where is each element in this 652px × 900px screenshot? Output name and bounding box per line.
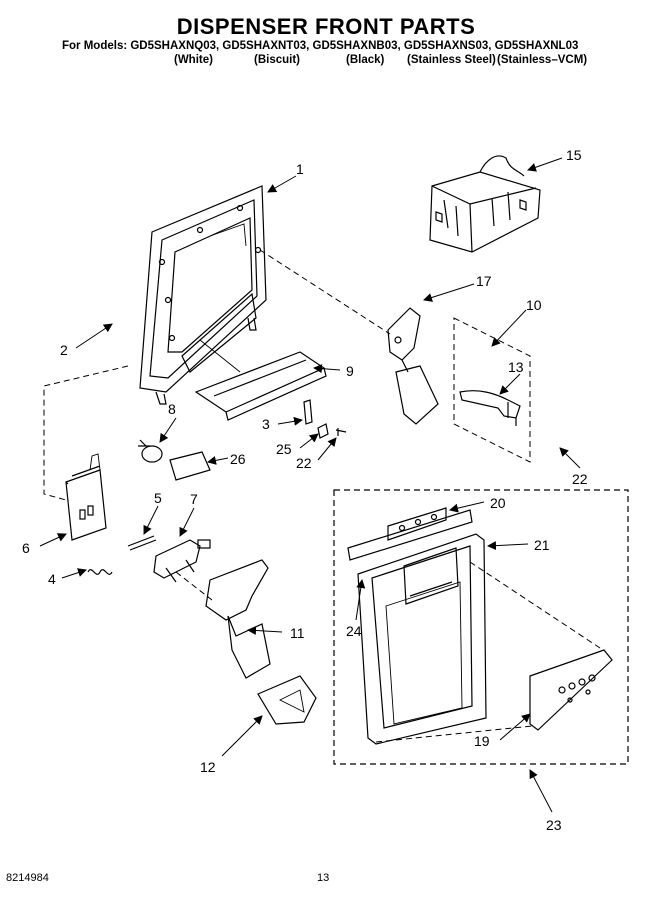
callout-19: 19 (474, 733, 490, 749)
variant-stainless-vcm: (Stainless–VCM) (497, 54, 588, 66)
cover-assembly-box (333, 489, 629, 765)
solenoid-cover-part (169, 451, 211, 481)
page-title: DISPENSER FRONT PARTS (176, 14, 476, 39)
callout-13: 13 (508, 359, 524, 375)
alignment-lines (43, 249, 601, 743)
callout-8: 8 (168, 401, 176, 417)
variant-white: (White) (174, 54, 213, 66)
variant-stainless-steel: (Stainless Steel) (407, 54, 496, 66)
switch-part (153, 539, 211, 583)
circuit-board-part (65, 453, 107, 541)
callout-10: 10 (526, 297, 542, 313)
model-list: For Models: GD5SHAXNQ03, GD5SHAXNT03, GD… (62, 40, 579, 52)
housing-part (139, 185, 267, 405)
callout-20: 20 (490, 495, 506, 511)
callout-26: 26 (230, 451, 246, 467)
funnel-chute-part (194, 351, 327, 421)
actuator-arm-part (387, 307, 439, 425)
callout-5: 5 (154, 490, 162, 506)
callout-22-right: 22 (572, 471, 588, 487)
lever-part (459, 390, 521, 426)
callout-22-left: 22 (296, 455, 312, 471)
callout-4: 4 (48, 571, 56, 587)
callout-9: 9 (346, 363, 354, 379)
callout-15: 15 (566, 147, 582, 163)
callout-17: 17 (476, 273, 492, 289)
crusher-assembly-part (429, 155, 541, 253)
spring-part (87, 569, 113, 575)
bracket-part (303, 399, 347, 439)
callout-25: 25 (276, 441, 292, 457)
variant-biscuit: (Biscuit) (254, 54, 300, 66)
callout-24: 24 (346, 623, 362, 639)
callout-11: 11 (290, 625, 305, 641)
callout-6: 6 (22, 540, 30, 556)
callout-3: 3 (262, 416, 270, 432)
paddle-part (205, 559, 271, 679)
dispenser-frame-part (357, 533, 487, 745)
document-number: 8214984 (6, 872, 49, 884)
callout-21: 21 (534, 537, 550, 553)
callout-2: 2 (60, 342, 68, 358)
rod-part (127, 535, 157, 551)
callout-labels: 1 2 3 4 5 6 7 8 9 10 11 12 13 15 17 19 2… (22, 147, 588, 833)
callout-12: 12 (200, 759, 216, 775)
escutcheon-bracket-part (347, 507, 473, 561)
callout-23: 23 (546, 817, 562, 833)
control-panel-part (529, 649, 613, 731)
callout-7: 7 (190, 491, 198, 507)
callout-1: 1 (296, 161, 304, 177)
chute-door-part (257, 675, 317, 725)
solenoid-part (138, 439, 163, 463)
variant-black: (Black) (346, 54, 385, 66)
page-number: 13 (317, 872, 330, 884)
leader-arrows (39, 157, 581, 813)
